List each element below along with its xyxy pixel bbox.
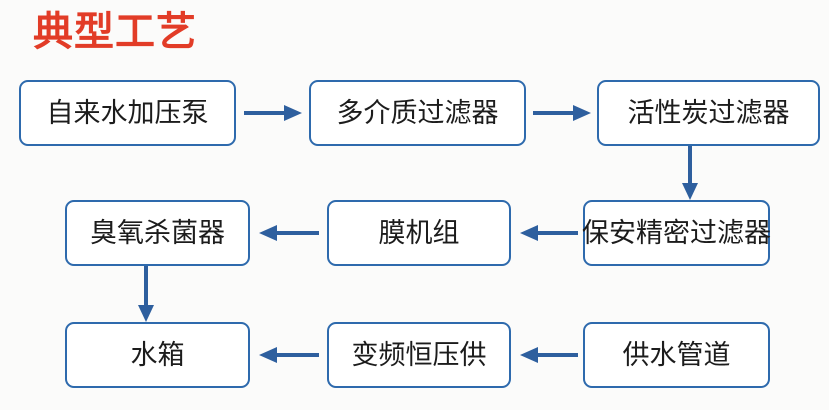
page-title: 典型工艺 bbox=[33, 10, 197, 54]
flow-node-n2[interactable]: 多介质过滤器 bbox=[309, 80, 526, 146]
flow-node-n6[interactable]: 臭氧杀菌器 bbox=[65, 200, 250, 266]
flow-arrow-n3-n4 bbox=[676, 146, 704, 202]
flow-node-n8[interactable]: 变频恒压供 bbox=[327, 322, 511, 388]
flow-node-label: 保安精密过滤器 bbox=[582, 217, 771, 248]
flow-arrow-n8-n7 bbox=[257, 342, 319, 368]
flow-node-label: 变频恒压供 bbox=[351, 339, 487, 370]
flow-arrow-n9-n8 bbox=[518, 342, 578, 368]
flow-node-n5[interactable]: 膜机组 bbox=[327, 200, 511, 266]
flow-node-label: 活性炭过滤器 bbox=[627, 97, 790, 128]
flow-node-label: 多介质过滤器 bbox=[336, 97, 499, 128]
flow-node-n7[interactable]: 水箱 bbox=[65, 322, 250, 388]
flow-node-n1[interactable]: 自来水加压泵 bbox=[19, 80, 236, 146]
flow-node-label: 自来水加压泵 bbox=[46, 97, 209, 128]
flow-arrow-n1-n2 bbox=[244, 100, 304, 126]
flow-node-label: 臭氧杀菌器 bbox=[90, 217, 225, 248]
flow-arrow-n6-n7 bbox=[132, 266, 160, 324]
flow-node-n4[interactable]: 保安精密过滤器 bbox=[582, 200, 771, 266]
flow-node-n3[interactable]: 活性炭过滤器 bbox=[597, 80, 820, 146]
flow-node-label: 膜机组 bbox=[378, 217, 460, 248]
flow-arrow-n4-n5 bbox=[518, 220, 578, 246]
flow-node-label: 供水管道 bbox=[622, 339, 731, 370]
flow-arrow-n5-n6 bbox=[257, 220, 319, 246]
flow-arrow-n2-n3 bbox=[533, 100, 593, 126]
flow-node-n9[interactable]: 供水管道 bbox=[583, 322, 770, 388]
flow-node-label: 水箱 bbox=[130, 339, 185, 370]
